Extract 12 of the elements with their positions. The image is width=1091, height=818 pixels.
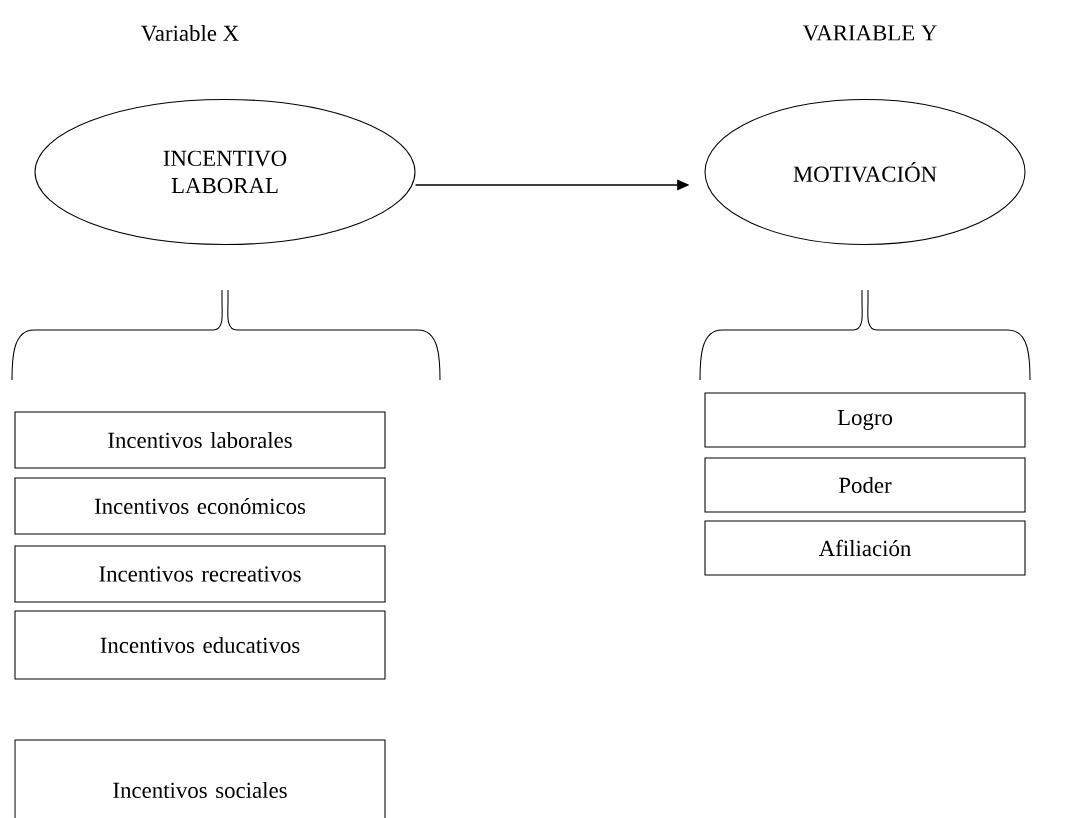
process-box: Incentivos económicos bbox=[14, 477, 386, 535]
process-box: Incentivos recreativos bbox=[14, 545, 386, 603]
ellipse-node: MOTIVACIÓN bbox=[704, 99, 1026, 246]
ellipse-node: INCENTIVO LABORAL bbox=[34, 99, 416, 246]
process-box: Poder bbox=[704, 457, 1026, 513]
process-box: Logro bbox=[704, 392, 1026, 448]
process-box: Incentivos educativos bbox=[14, 610, 386, 680]
variable-label: VARIABLE Y bbox=[802, 25, 937, 41]
process-box: Incentivos laborales bbox=[14, 411, 386, 469]
process-box: Incentivos sociales bbox=[14, 739, 386, 818]
process-box: Afiliación bbox=[704, 520, 1026, 576]
variable-label: Variable X bbox=[141, 24, 239, 42]
